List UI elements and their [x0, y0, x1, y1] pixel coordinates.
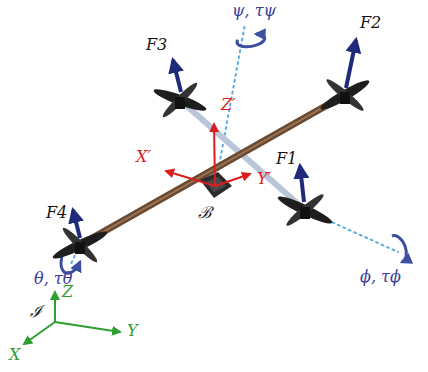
- thrust-arrow: [173, 60, 181, 92]
- motor: [175, 97, 185, 109]
- propeller-blade: [324, 77, 366, 114]
- frame-arm-highlight: [80, 95, 345, 245]
- motor: [340, 92, 350, 104]
- frame-label: ℐ: [30, 303, 42, 321]
- rotation-arrow: [392, 236, 406, 262]
- motor: [300, 207, 310, 219]
- inertial-axis: [54, 292, 56, 322]
- inertial-axis: [24, 322, 55, 344]
- axis-label: X: [9, 346, 20, 364]
- rotation-arrow: [237, 34, 265, 47]
- axis-label: Z′: [221, 96, 236, 114]
- force-label: F1: [276, 150, 297, 168]
- rotation-label: ϕ, τϕ: [360, 268, 401, 286]
- force-label: F2: [360, 14, 381, 32]
- thrust-arrow: [73, 210, 80, 238]
- motor: [75, 242, 85, 254]
- frame-arm: [80, 95, 345, 245]
- body-axis: [215, 174, 250, 186]
- axis-label: Y: [127, 322, 138, 340]
- thrust-arrow: [300, 166, 304, 202]
- force-label: F4: [46, 204, 67, 222]
- propeller-blade: [318, 77, 371, 114]
- axis-label: Y′: [257, 170, 271, 188]
- body-axis: [214, 124, 215, 186]
- propeller: [318, 77, 371, 114]
- frame-label: ℬ: [198, 204, 211, 222]
- axis-label: X′: [136, 148, 151, 166]
- rotation-label: ψ, τψ: [232, 2, 276, 20]
- inertial-axis: [55, 322, 120, 332]
- axis-label: Z: [62, 283, 73, 301]
- force-label: F3: [146, 36, 167, 54]
- body-axis: [166, 171, 215, 186]
- thrust-arrow: [346, 40, 356, 88]
